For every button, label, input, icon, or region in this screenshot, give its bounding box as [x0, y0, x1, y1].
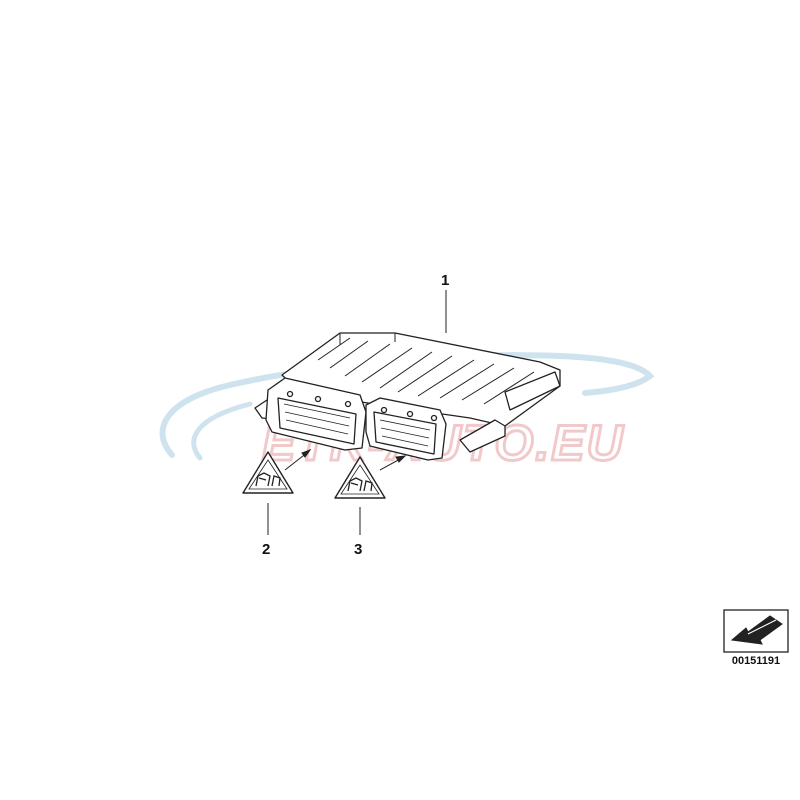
- reference-box: [723, 609, 789, 653]
- warning-label-part-3: [334, 456, 386, 499]
- callout-3: 3: [354, 541, 362, 558]
- reference-number: 00151191: [731, 655, 781, 667]
- warning-label-part-2: [242, 451, 294, 494]
- callout-2: 2: [262, 541, 270, 558]
- leader-lines: [267, 290, 447, 535]
- esd-hand-icon: [347, 477, 373, 492]
- esd-hand-icon: [255, 472, 281, 487]
- ecu-part-1: [254, 332, 561, 461]
- watermark-swoosh-inner: [191, 401, 253, 461]
- callout-1: 1: [441, 272, 449, 289]
